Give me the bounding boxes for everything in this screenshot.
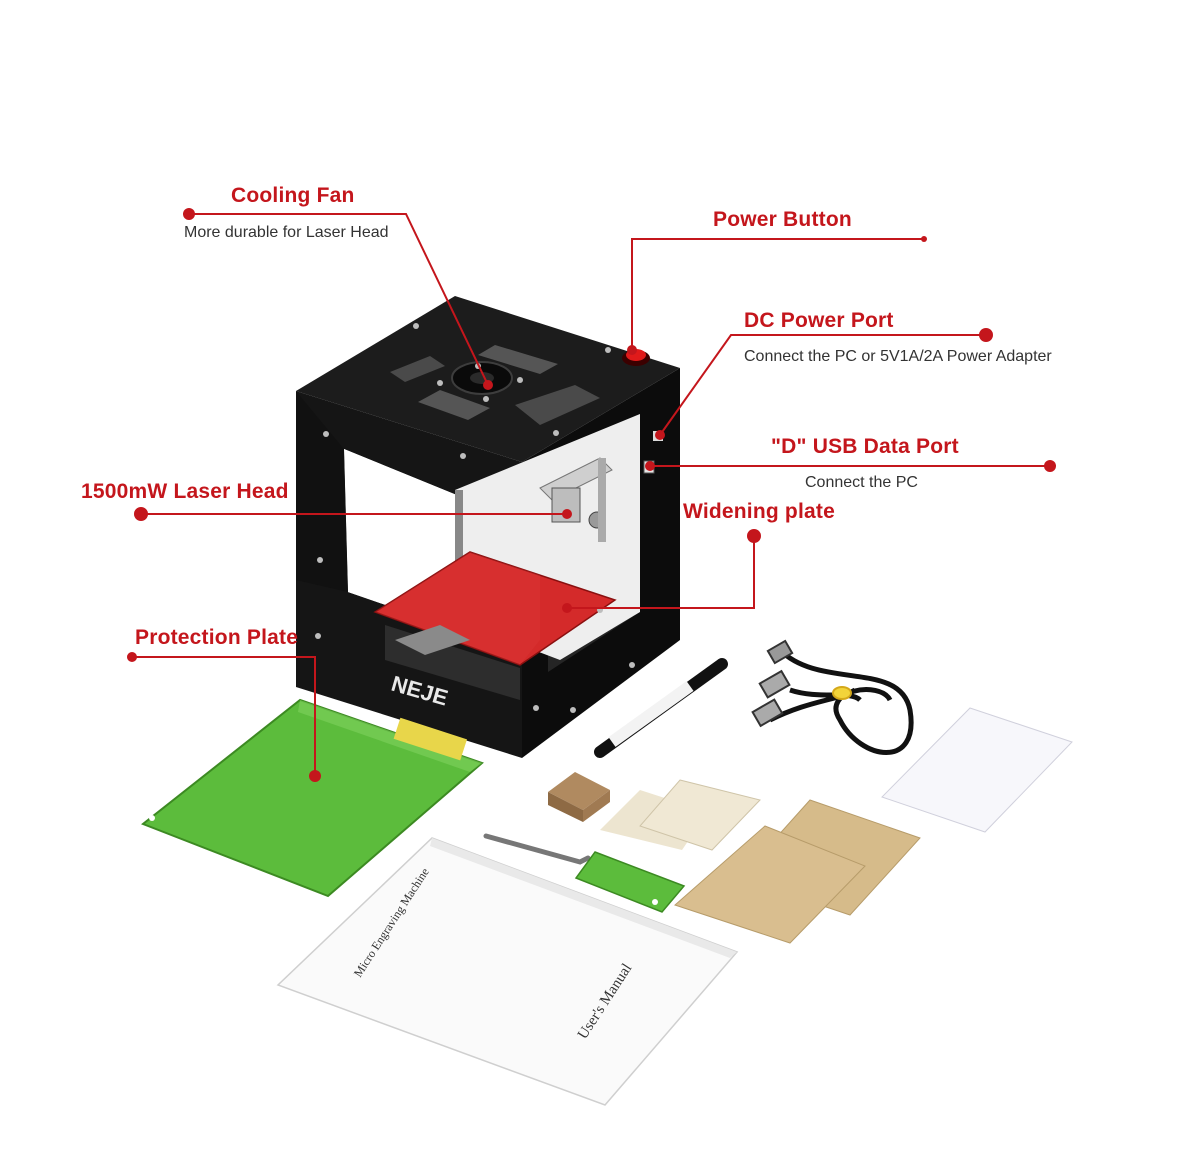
laser-head-label: 1500mW Laser Head xyxy=(81,480,289,503)
user-manual-item xyxy=(276,837,739,1106)
protection-plate-item xyxy=(141,698,484,898)
usb-data-port-description: Connect the PC xyxy=(805,474,918,491)
hex-key-item xyxy=(483,833,591,865)
widening-plate-label: Widening plate xyxy=(683,500,835,523)
cooling-fan-label: Cooling Fan xyxy=(231,184,355,207)
marker-pen-item xyxy=(594,658,728,758)
power-button-label: Power Button xyxy=(713,208,852,231)
green-tag-item xyxy=(574,851,686,913)
sample-sheet-item xyxy=(881,707,1073,833)
dc-power-port-label: DC Power Port xyxy=(744,309,894,332)
callout-lines xyxy=(132,213,1050,776)
wood-block-item xyxy=(548,772,610,822)
usb-data-port-label: "D" USB Data Port xyxy=(771,435,959,458)
cardboard-samples-item xyxy=(600,779,761,851)
protection-plate-label: Protection Plate xyxy=(135,626,299,649)
callout-dots xyxy=(127,208,1056,782)
cooling-fan-description: More durable for Laser Head xyxy=(184,224,389,241)
usb-cable-item xyxy=(751,639,914,755)
dc-power-port-description: Connect the PC or 5V1A/2A Power Adapter xyxy=(744,348,1052,365)
kraft-samples-item xyxy=(674,799,921,944)
laser-engraver-machine xyxy=(296,296,680,758)
